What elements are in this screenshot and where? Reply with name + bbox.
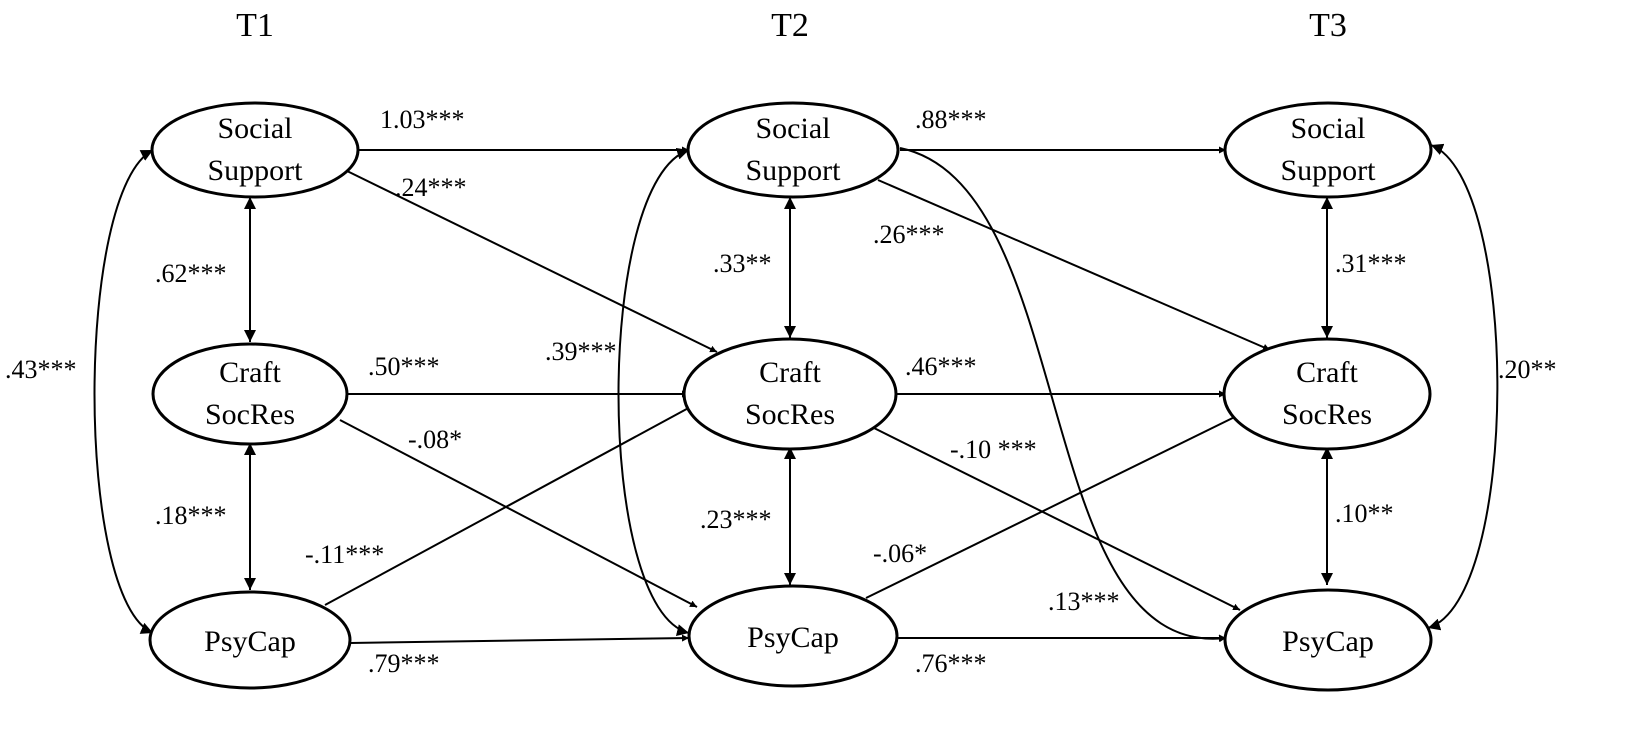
node-label-line2: Support (745, 154, 841, 187)
node-label-line1: Social (1291, 112, 1366, 145)
edge-label-ss2-cr2: .33** (713, 249, 772, 278)
node-t1-psycap: PsyCap (148, 590, 352, 690)
edge-label-ss2-cr3: .26*** (873, 220, 945, 249)
edge-label-cr2-cr3: .46*** (905, 352, 977, 381)
node-label-line1: Social (756, 112, 831, 145)
edge-label-cr1-cr2: .50*** (368, 352, 440, 381)
edge-pc1-cr2 (324, 404, 695, 606)
edge-label-ss1-cr1: .62*** (155, 259, 227, 288)
edge-label-cr3-pc3: .10** (1335, 499, 1394, 528)
edge-cr2-pc3 (873, 427, 1241, 611)
edge-label-cr1-pc1: .18*** (155, 501, 227, 530)
edge-pc2-cr3 (865, 407, 1254, 599)
edge-ss3-pc3 (1427, 143, 1499, 631)
time-label-t3: T3 (1309, 7, 1347, 44)
edge-ss2-pc3 (899, 147, 1227, 643)
node-t3-psycap: PsyCap (1223, 588, 1433, 692)
node-label-line1: PsyCap (204, 625, 296, 658)
edge-label-cr2-pc2: .23*** (700, 505, 772, 534)
edge-label-ss1-pc1: .43*** (5, 355, 77, 384)
node-t1-craft-socres: Craft SocRes (151, 342, 349, 446)
node-t3-craft-socres: Craft SocRes (1222, 337, 1432, 451)
node-label-line1: Social (218, 112, 293, 145)
edge-label-pc2-pc3: .76*** (915, 649, 987, 678)
edge-ss2-pc2 (617, 147, 690, 636)
node-label-line1: Craft (759, 356, 821, 389)
edge-label-ss2-pc3: .13*** (1048, 587, 1120, 616)
node-t1-social-support: Social Support (150, 101, 360, 199)
edge-label-ss3-cr3: .31*** (1335, 249, 1407, 278)
time-label-t2: T2 (771, 7, 809, 44)
edge-label-ss2-ss3: .88*** (915, 105, 987, 134)
edge-label-cr2-pc3: -.10 *** (950, 435, 1037, 464)
edge-label-ss1-cr2: .24*** (395, 173, 467, 202)
time-label-t1: T1 (236, 7, 274, 44)
edge-ss1-pc1 (93, 149, 154, 634)
edge-label-pc2-cr3: -.06* (873, 539, 927, 568)
node-label-line2: SocRes (745, 398, 835, 431)
node-t2-craft-socres: Craft SocRes (682, 337, 898, 451)
edge-label-pc1-pc2: .79*** (368, 649, 440, 678)
edge-ss1-cr2 (344, 169, 718, 353)
edge-label-ss1-ss2: 1.03*** (380, 105, 465, 134)
node-t2-social-support: Social Support (686, 101, 900, 199)
node-label-line1: Craft (1296, 356, 1358, 389)
edge-pc1-pc2 (349, 634, 690, 644)
node-t2-psycap: PsyCap (687, 584, 899, 688)
node-label-line1: PsyCap (747, 621, 839, 654)
node-label-line1: PsyCap (1282, 625, 1374, 658)
node-label-line2: Support (207, 154, 303, 187)
edge-cr1-pc2 (339, 419, 698, 608)
edge-label-ss3-pc3: .20** (1498, 355, 1557, 384)
node-t3-social-support: Social Support (1223, 101, 1433, 199)
node-label-line2: SocRes (205, 398, 295, 431)
edge-label-cr1-pc2: -.08* (408, 425, 462, 454)
node-label-line1: Craft (219, 356, 281, 389)
node-label-line2: SocRes (1282, 398, 1372, 431)
edge-label-pc1-cr2: -.11*** (305, 540, 384, 569)
edge-ss2-cr3 (877, 179, 1271, 351)
node-label-line2: Support (1280, 154, 1376, 187)
edge-label-ss2-pc2: .39*** (545, 337, 617, 366)
